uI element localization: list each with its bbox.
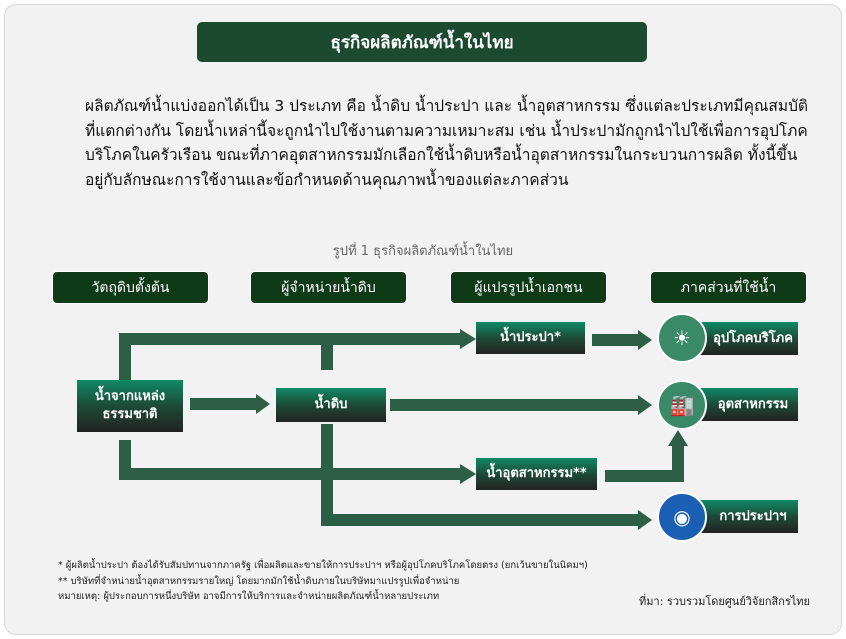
node-tap-water: น้ำประปา*: [476, 322, 585, 354]
footnote-1: * ผู้ผลิตน้ำประปา ต้องได้รับสัมปทานจากภา…: [58, 560, 588, 571]
node-industry: อุตสาหกรรม: [696, 388, 798, 421]
header-private-processor: ผู้แปรรูปน้ำเอกชน: [451, 272, 606, 303]
footnote-2: ** บริษัทที่จำหน่ายน้ำอุตสาหกรรมรายใหญ่ …: [58, 576, 460, 587]
lightbulb-house-icon: ☀: [657, 313, 707, 363]
node-pwa: การประปาฯ: [696, 500, 798, 533]
arrow-source-to-tap: [119, 333, 462, 380]
arrow-source-to-industrial-water: [119, 440, 462, 480]
header-water-users: ภาคส่วนที่ใช้น้ำ: [651, 272, 806, 303]
node-industrial-water: น้ำอุตสาหกรรม**: [476, 458, 597, 490]
factory-icon: 🏭: [657, 380, 707, 430]
node-raw-water: น้ำดิบ: [276, 388, 386, 422]
arrow-industrial-water-to-industry: [605, 444, 684, 482]
pwa-logo-icon: ◉: [657, 492, 707, 542]
page-title: ธุรกิจผลิตภัณฑ์น้ำในไทย: [197, 22, 647, 62]
footnote-remark: หมายเหตุ: ผู้ประกอบการหนึ่งบริษัท อาจมีก…: [58, 591, 440, 602]
header-raw-water-seller: ผู้จำหน่ายน้ำดิบ: [251, 272, 406, 303]
node-consumer: อุปโภคบริโภค: [696, 322, 798, 355]
figure-caption: รูปที่ 1 ธุรกิจผลิตภัณฑ์น้ำในไทย: [332, 244, 514, 259]
source-credit: ที่มา: รวบรวมโดยศูนย์วิจัยกสิกรไทย: [639, 595, 810, 608]
node-natural-source: น้ำจากแหล่ง ธรรมชาติ: [77, 380, 183, 432]
arrow-raw-to-pwa: [321, 424, 640, 526]
intro-paragraph: ผลิตภัณฑ์น้ำแบ่งออกได้เป็น 3 ประเภท คือ …: [85, 97, 808, 189]
header-raw-material: วัตถุดิบตั้งต้น: [53, 272, 208, 303]
